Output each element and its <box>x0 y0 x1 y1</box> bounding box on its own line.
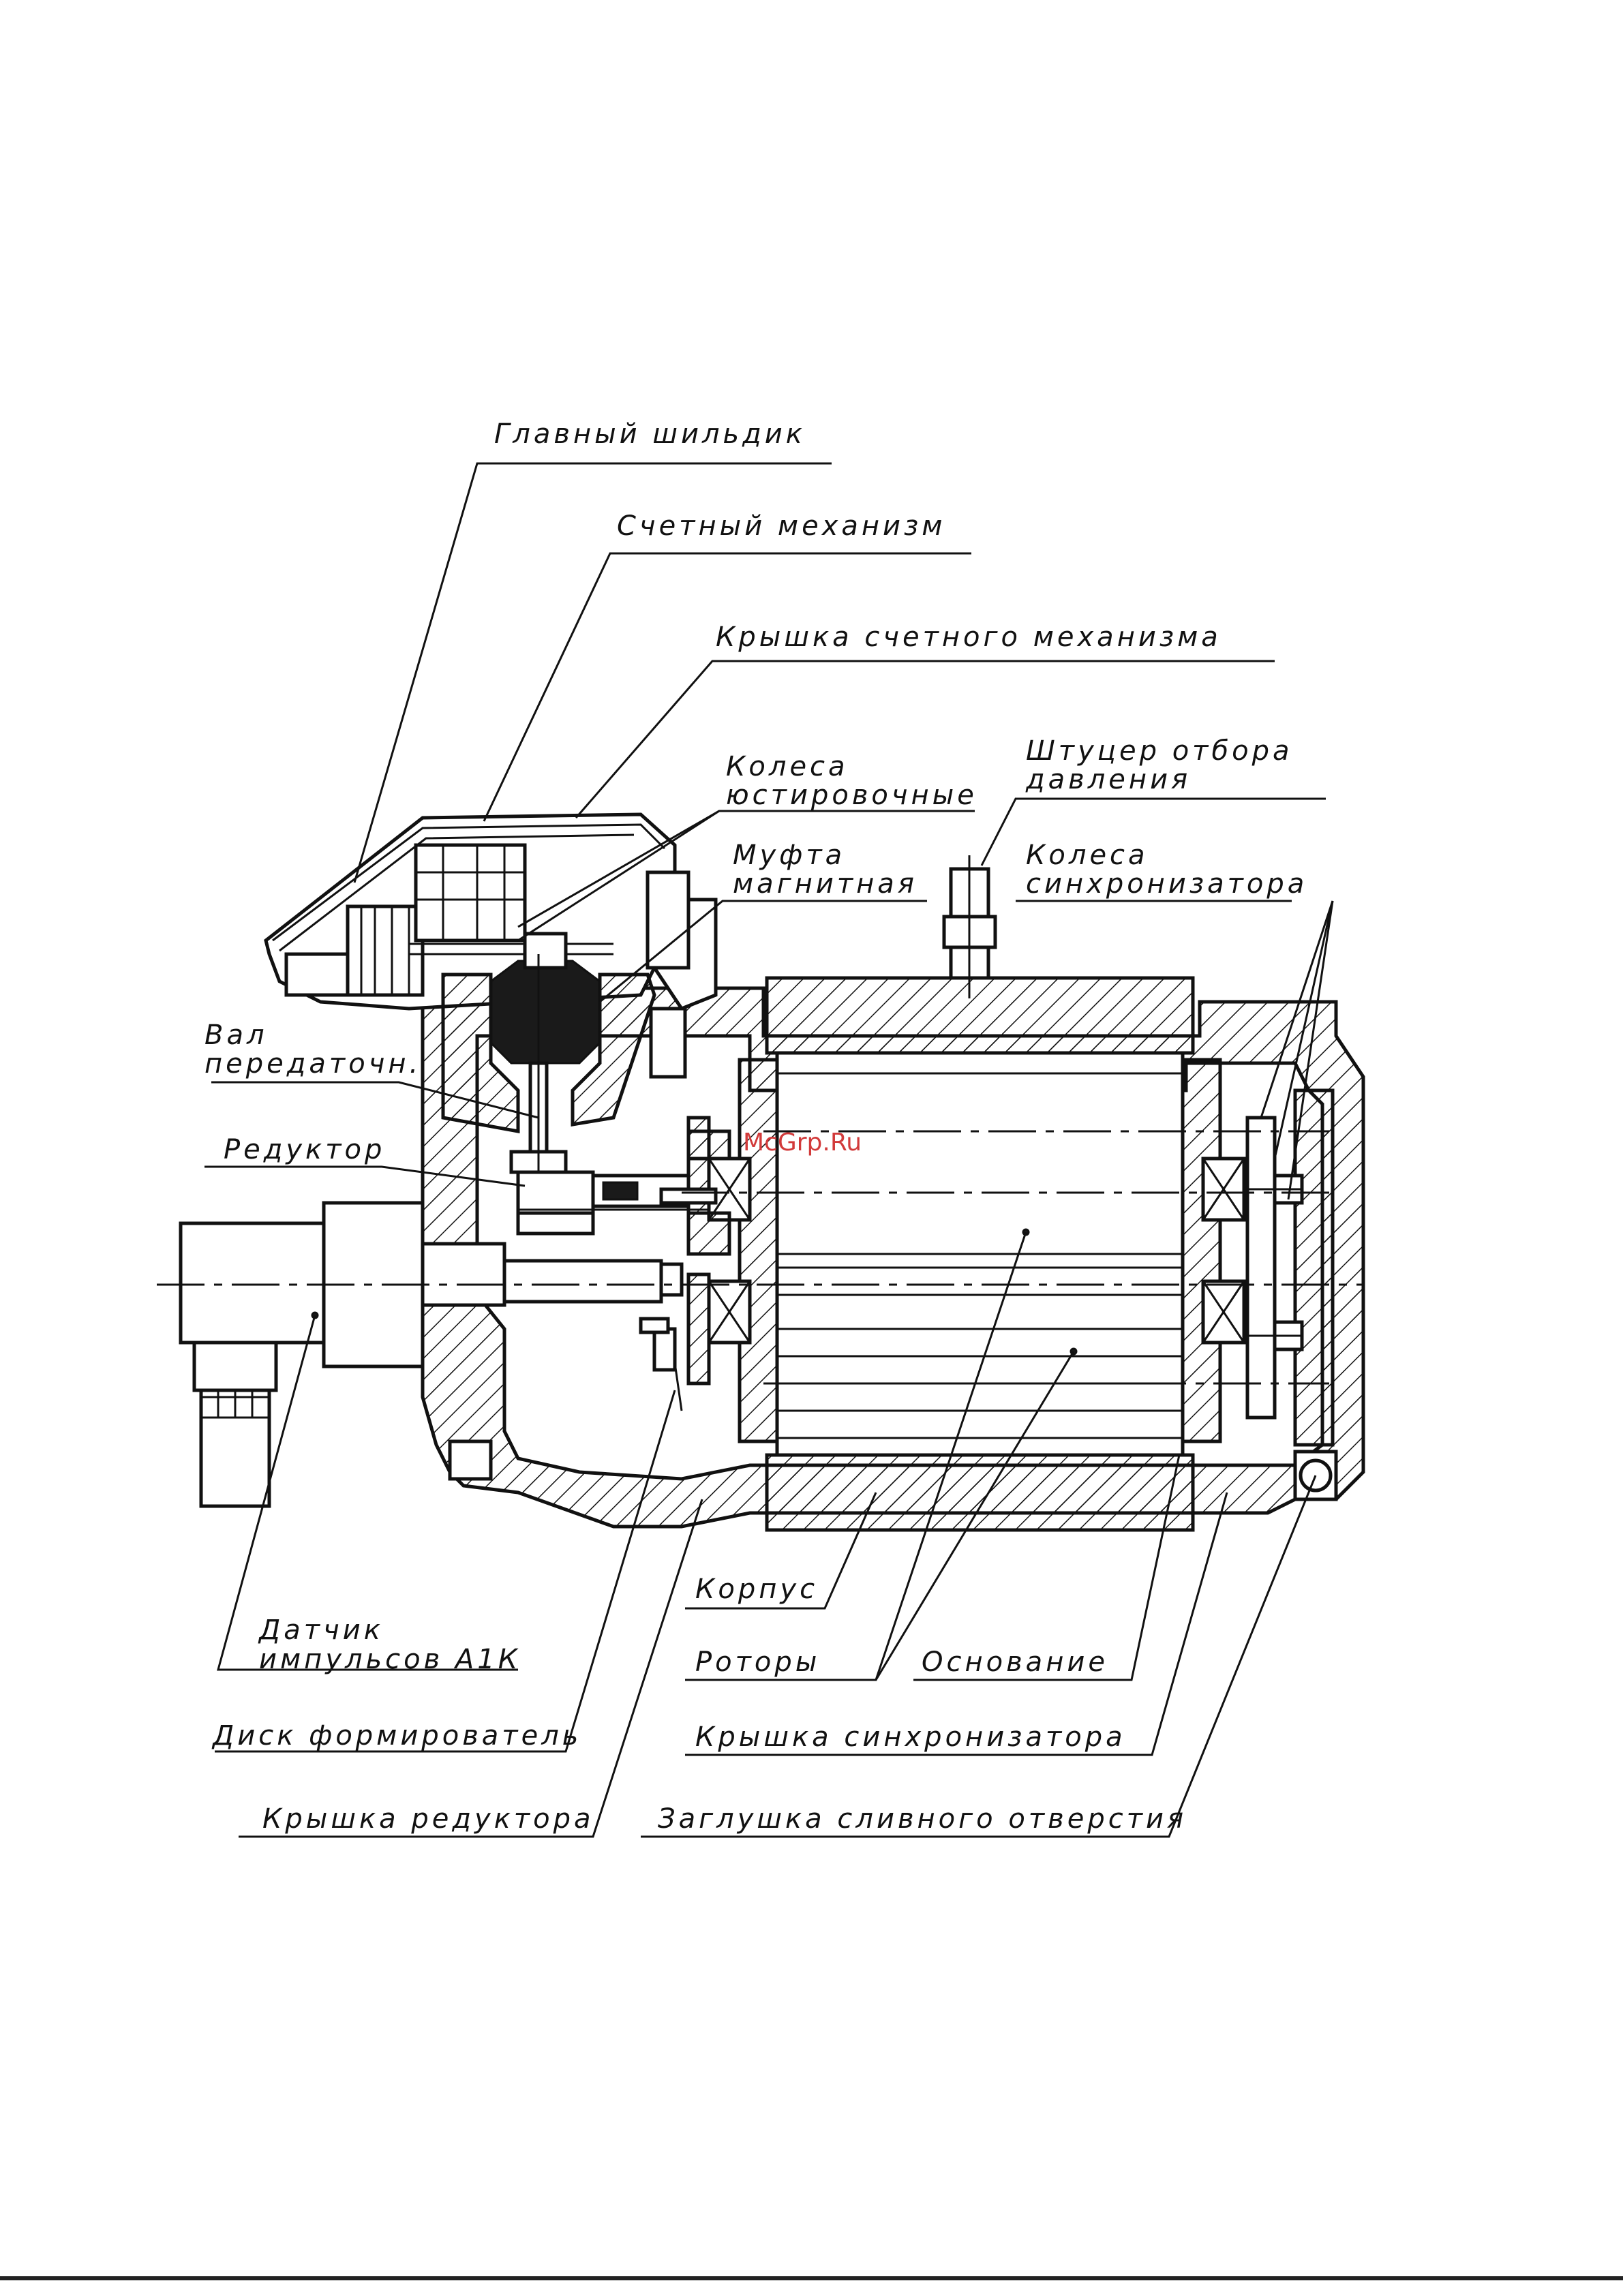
shaping-disk-pin <box>639 1317 683 1411</box>
label-counting-mechanism-cover: Крышка счетного механизма <box>716 622 1222 653</box>
counting-mechanism-enclosure <box>264 812 718 1079</box>
label-pulse-sensor-line1: Датчик <box>258 1614 384 1646</box>
label-sync-wheels-line2: синхронизатора <box>1026 868 1307 900</box>
label-main-nameplate: Главный шильдик <box>494 418 806 450</box>
pressure-fitting <box>942 855 997 998</box>
label-pulse-sensor-line2: импульсов А1К <box>259 1644 521 1675</box>
label-pressure-fitting-line2: давления <box>1025 764 1191 795</box>
label-magnetic-coupling-line2: магнитная <box>733 868 917 900</box>
label-drain-plug: Заглушка сливного отверстия <box>658 1803 1187 1835</box>
label-transfer-shaft-line2: передаточн. <box>204 1048 421 1080</box>
label-pressure-fitting-line1: Штуцер отбора <box>1026 735 1293 767</box>
label-reducer-cover: Крышка редуктора <box>262 1803 594 1835</box>
label-sync-wheels-line1: Колеса <box>1026 840 1149 871</box>
label-sync-cover: Крышка синхронизатора <box>695 1721 1126 1753</box>
left-flange <box>738 1058 779 1443</box>
rotor-assembly <box>765 976 1195 1532</box>
label-magnetic-coupling-line1: Муфта <box>733 840 845 871</box>
page-bottom-edge <box>0 2276 1623 2280</box>
transfer-shaft <box>528 954 549 1172</box>
label-reducer: Редуктор <box>224 1134 385 1165</box>
right-flange <box>1181 1058 1222 1443</box>
label-counting-mechanism: Счетный механизм <box>617 510 945 542</box>
leader-lines <box>204 462 1334 1838</box>
label-adjusting-wheels-line2: юстировочные <box>726 780 977 811</box>
label-base: Основание <box>922 1647 1108 1678</box>
labels: Главный шильдик Счетный механизм Крышка … <box>204 418 1307 1835</box>
label-housing: Корпус <box>695 1574 818 1605</box>
label-adjusting-wheels-line1: Колеса <box>726 751 849 782</box>
right-bearings <box>1201 1157 1304 1351</box>
magnetic-coupling <box>441 932 656 1133</box>
watermark: McGrp.Ru <box>743 1129 862 1157</box>
pulse-sensor <box>179 1201 684 1508</box>
meter-cross-section <box>157 812 1365 1532</box>
label-shaping-disk: Диск формирователь <box>211 1720 581 1751</box>
label-rotors: Роторы <box>695 1647 820 1678</box>
label-transfer-shaft-line1: Вал <box>204 1020 268 1051</box>
sync-cover-plate <box>1245 1116 1277 1420</box>
